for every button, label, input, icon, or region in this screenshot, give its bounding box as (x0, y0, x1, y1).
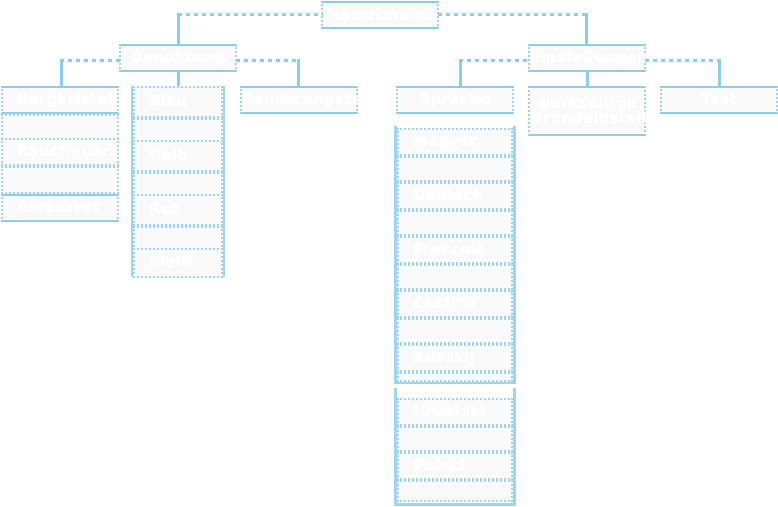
node-label: Test (701, 90, 737, 109)
node-sprache-spacer-2[interactable] (397, 210, 513, 236)
connector-drop-benutzung (177, 13, 180, 46)
node-weiss[interactable]: Weiß (133, 248, 223, 278)
node-sprache-spacer-1[interactable] (397, 156, 513, 182)
node-bergkristall[interactable]: Bergkristall (1, 86, 119, 114)
node-label: Gelb (149, 146, 189, 165)
node-magyar[interactable]: Magyar (397, 128, 513, 156)
node-label: Rot (149, 200, 179, 219)
node-label: werkseitige Grundeinstellung (530, 93, 680, 127)
node-label: Rauchquarz (17, 142, 119, 161)
node-russkij[interactable]: Russkij (397, 344, 513, 372)
node-hauptmenue[interactable]: Hauptmenü (321, 1, 439, 29)
node-sprache[interactable]: Sprache (396, 86, 514, 114)
connector-root-right (438, 13, 586, 16)
node-einstellungen[interactable]: Einstellungen (528, 44, 649, 72)
node-benutzungszeit[interactable]: Benutzungszeit (240, 86, 376, 114)
connector-drop-werkseitige (586, 71, 589, 88)
connector-benutzung-left (60, 59, 120, 62)
node-rot[interactable]: Rot (133, 194, 223, 226)
connector-einstellungen-right (645, 59, 719, 62)
node-polski[interactable]: Polski (397, 452, 513, 480)
node-sprache-spacer-5[interactable] (397, 372, 513, 382)
node-deutsch[interactable]: Deutsch (397, 182, 513, 210)
node-blau[interactable]: Blau (133, 86, 223, 118)
stack-sprache-options-group2 (394, 388, 516, 506)
node-sprache-spacer-6[interactable] (397, 426, 513, 452)
node-rauchquarz[interactable]: Rauchquarz (1, 138, 119, 166)
node-werkseitige-grundeinstellung[interactable]: werkseitige Grundeinstellung (528, 86, 680, 136)
node-label: Benutzung (131, 48, 225, 67)
node-benutzung[interactable]: Benutzung (119, 44, 237, 72)
connector-drop-benutzungszeit (297, 59, 300, 88)
node-sprache-spacer-3[interactable] (397, 264, 513, 290)
node-label: Amethyst (17, 198, 100, 217)
stack-farbe-options (131, 86, 225, 277)
node-label: Français (413, 240, 486, 259)
node-stein-spacer-2[interactable] (1, 166, 119, 194)
node-label: Cestina (413, 294, 478, 313)
node-label: Hrvatski (413, 402, 486, 421)
node-cestina[interactable]: Cestina (397, 290, 513, 318)
connector-drop-einstellungen (585, 13, 588, 46)
connector-drop-farbe (177, 71, 180, 88)
node-test[interactable]: Test (660, 86, 778, 114)
node-gelb[interactable]: Gelb (133, 140, 223, 172)
node-label: Sprache (419, 90, 491, 109)
node-label: Russkij (413, 348, 475, 367)
connector-einstellungen-left (459, 59, 527, 62)
node-label: Hauptmenü (326, 4, 434, 24)
connector-drop-stein (60, 59, 63, 88)
node-francais[interactable]: Français (397, 236, 513, 264)
node-label: Einstellungen (530, 48, 649, 67)
node-label: Blau (149, 92, 188, 111)
connector-drop-test (718, 59, 721, 88)
node-amethyst[interactable]: Amethyst (1, 194, 119, 222)
connector-drop-sprache (459, 59, 462, 88)
node-label: Polski (413, 456, 465, 475)
node-sprache-spacer-7[interactable] (397, 480, 513, 502)
stack-sprache-options-group1 (394, 126, 516, 384)
node-sprache-spacer-4[interactable] (397, 318, 513, 344)
connector-benutzung-right (236, 59, 298, 62)
node-label: Magyar (413, 132, 478, 151)
node-label: Bergkristall (17, 90, 119, 109)
node-label: Deutsch (413, 186, 484, 205)
node-label: Benutzungszeit (242, 90, 376, 109)
node-hrvatski[interactable]: Hrvatski (397, 398, 513, 426)
node-label: Weiß (149, 253, 192, 272)
connector-root-left (178, 13, 323, 16)
